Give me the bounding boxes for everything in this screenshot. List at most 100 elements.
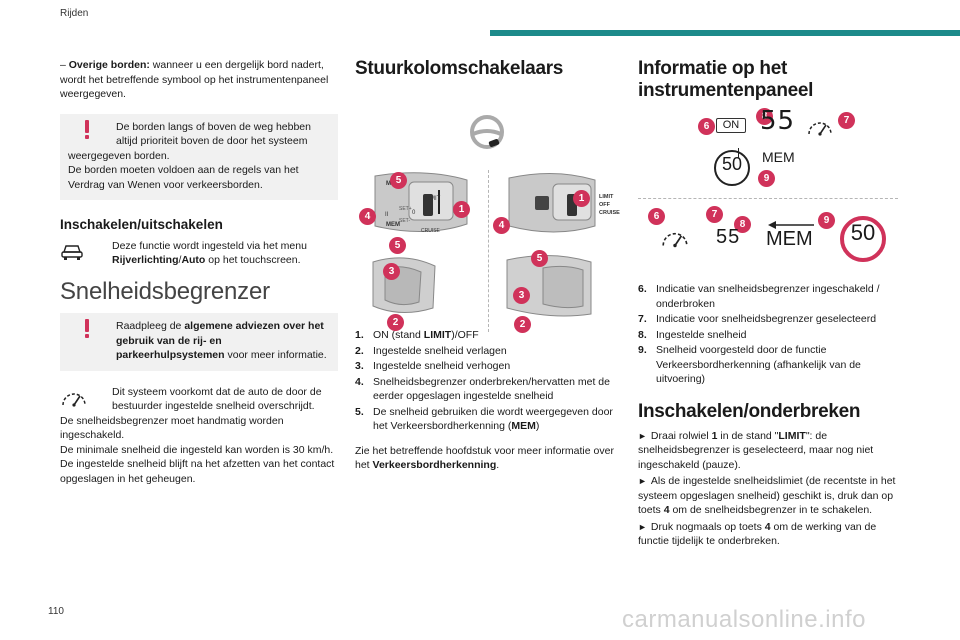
menu-text-bold: Rijverlichting <box>112 254 179 266</box>
arrow-left-icon <box>768 221 814 229</box>
stalk-left-set-plus: SET+ <box>399 206 412 212</box>
header-accent-bar <box>490 30 960 36</box>
see-chapter-paragraph: Zie het betreffende hoofdstuk voor meer … <box>355 444 614 472</box>
callout-9-bottom: 9 <box>818 212 835 229</box>
list-item: 1.ON (stand LIMIT)/OFF <box>355 329 479 341</box>
callout-8-bottom: 8 <box>734 216 751 233</box>
callout-7: 7 <box>838 112 855 129</box>
callout-1-right: 1 <box>573 190 590 207</box>
steering-wheel-icon <box>470 115 504 149</box>
note2-post: voor meer informatie. <box>224 349 327 361</box>
stalk-left-zero: 0 <box>412 210 416 216</box>
menu-text-post: op het touchscreen. <box>205 254 301 266</box>
speed-limiter-description: Dit systeem voorkomt dat de auto de door… <box>60 385 338 487</box>
exclamation-icon <box>84 319 90 344</box>
stalk-right-limit: LIMIT <box>599 194 614 200</box>
menu-text-bold2: Auto <box>181 254 206 266</box>
activate-pause-title: Inschakelen/onderbreken <box>638 400 861 422</box>
speed-rest: De snelheidsbegrenzer moet handmatig wor… <box>60 414 284 442</box>
speed-sign-top <box>714 150 750 186</box>
note1-line2: De borden moeten voldoen aan de regels v… <box>68 164 299 191</box>
other-signs-paragraph: – Overige borden: wanneer u een dergelij… <box>60 59 329 100</box>
menu-text-sep: / <box>178 254 182 266</box>
menu-instruction: Deze functie wordt ingesteld via het men… <box>60 239 338 269</box>
figure-separator <box>638 198 898 199</box>
running-header: Rijden <box>60 8 89 19</box>
note2-text: Raadpleeg de algemene adviezen over het … <box>116 319 330 363</box>
list-item: 2.Ingestelde snelheid verlagen <box>355 344 507 357</box>
list-item: 7.Indicatie voor snelheidsbegrenzer gese… <box>638 313 877 325</box>
step-3: ►Druk nogmaals op toets 4 om de werking … <box>638 520 877 548</box>
callout-9: 9 <box>758 170 775 187</box>
panel-legend-list: 6.Indicatie van snelheidsbegrenzer inges… <box>638 282 904 387</box>
speedometer-icon-bottom <box>662 232 688 248</box>
speed-min: De minimale snelheid die ingesteld kan w… <box>60 443 334 456</box>
menu-text-pre: Deze functie wordt ingesteld via het men… <box>112 239 307 252</box>
callout-3: 3 <box>383 263 400 280</box>
arrow-right-icon: ► <box>638 476 647 486</box>
callout-5-bottom: 5 <box>389 237 406 254</box>
exclamation-icon <box>84 119 90 145</box>
speed-sign-bottom <box>840 216 886 262</box>
speed-sign-bottom-value: 50 <box>850 220 876 245</box>
warning-note-advice: Raadpleeg de algemene adviezen over het … <box>60 313 338 371</box>
stalk-right-cruise: CRUISE <box>599 210 620 216</box>
column-middle: Stuurkolomschakelaars MEM MEM LIMIT SET+… <box>355 58 623 473</box>
callout-4-right: 4 <box>493 217 510 234</box>
stalk-left-cruise: CRUISE <box>421 228 440 234</box>
mem-top: MEM <box>762 149 795 165</box>
speed-first: Dit systeem voorkomt dat de auto de door… <box>112 385 322 413</box>
note1-rest: weergegeven borden. <box>68 149 170 162</box>
step-2: ►Als de ingestelde snelheidslimiet (de r… <box>638 475 896 516</box>
column-left: – Overige borden: wanneer u een dergelij… <box>60 58 338 486</box>
stalk-legend-list: 1.ON (stand LIMIT)/OFF 2.Ingestelde snel… <box>355 328 623 434</box>
callout-7-bottom: 7 <box>706 206 723 223</box>
note2-bold: algemene adviezen over het gebruik van d… <box>116 320 324 361</box>
arrow-right-icon: ► <box>638 430 647 441</box>
callout-5-right: 5 <box>531 250 548 267</box>
set-speed-top: 55 <box>760 106 796 136</box>
instrument-panel-figure: 6 ON 8 55 7 MEM 50 9 6 7 8 55 MEM 9 5 <box>638 106 904 272</box>
callout-2-right: 2 <box>514 316 531 333</box>
step-1: ►Draai rolwiel 1 in de stand "LIMIT": de… <box>638 429 874 471</box>
mem-bottom: MEM <box>766 228 813 250</box>
callout-8: 8 <box>756 108 773 125</box>
speedometer-icon <box>60 387 88 416</box>
arrow-right-icon: ► <box>638 521 647 532</box>
speed-mem: De ingestelde snelheid blijft na het afz… <box>60 458 335 485</box>
callout-5-top: 5 <box>390 172 407 189</box>
other-signs-label: Overige borden: <box>68 59 150 71</box>
list-item: 3.Ingestelde snelheid verhogen <box>355 360 511 372</box>
stalk-left-mem-bottom: MEM <box>386 222 400 228</box>
set-speed-bottom: 55 <box>716 226 741 248</box>
note2-pre: Raadpleeg de <box>116 320 185 332</box>
section-title: Snelheidsbegrenzer <box>60 277 270 305</box>
other-signs-text: wanneer u een dergelijk bord nadert, wor… <box>60 59 329 100</box>
list-item: 4.Snelheidsbegrenzer onderbreken/hervatt… <box>355 375 610 403</box>
list-item: 6.Indicatie van snelheidsbegrenzer inges… <box>638 283 880 310</box>
subheading-enable-disable: Inschakelen/uitschakelen <box>60 217 223 232</box>
speed-sign-top-value: 50 <box>721 154 743 174</box>
stalk-right-off: OFF <box>599 202 610 208</box>
stalk-left-limit: LIMIT <box>425 196 441 202</box>
note1-first: De borden langs of boven de weg hebben a… <box>116 120 311 148</box>
list-item: 8.Ingestelde snelheid <box>638 328 747 341</box>
stalk-title: Stuurkolomschakelaars <box>355 58 564 79</box>
car-icon <box>60 241 84 266</box>
on-indicator: ON <box>716 118 746 133</box>
callout-2: 2 <box>387 314 404 331</box>
stalk-left-roman: II <box>385 212 389 218</box>
callout-4: 4 <box>359 208 376 225</box>
stalk-left-drawing <box>372 172 468 313</box>
speedometer-icon <box>808 122 832 136</box>
column-right: Informatie op het instrumentenpaneel 6 O… <box>638 58 904 551</box>
warning-note-road-signs: De borden langs of boven de weg hebben a… <box>60 113 338 200</box>
list-item: 9.Snelheid voorgesteld door de functie V… <box>638 344 861 385</box>
page-number: 110 <box>48 606 64 617</box>
figure-divider <box>488 170 489 332</box>
callout-6: 6 <box>698 118 715 135</box>
list-item: 5.De snelheid gebruiken die wordt weerge… <box>355 405 613 433</box>
stalk-switches-figure: MEM MEM LIMIT SET+ SET- 0 II CRUISE LIMI… <box>355 90 623 333</box>
instrument-panel-title: Informatie op het instrumentenpaneel <box>638 58 814 101</box>
callout-6-bottom: 6 <box>648 208 665 225</box>
